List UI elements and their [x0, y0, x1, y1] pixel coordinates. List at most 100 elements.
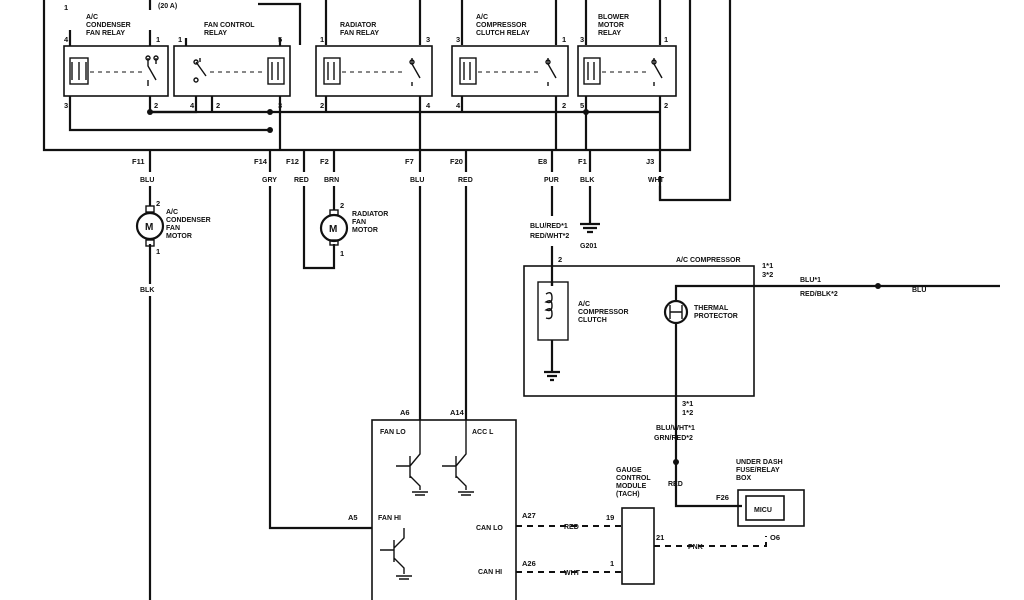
condenser-motor-line-1: A/C — [166, 209, 178, 216]
condenser-motor-line-2: CONDENSER — [166, 217, 211, 224]
radiator-relay-pin-tl: 1 — [320, 35, 324, 44]
protector-wire-label-2: GRN/RED*2 — [654, 435, 693, 442]
fan-control-relay-pin-bl: 4 — [190, 101, 195, 110]
right-wire-label-far: BLU — [912, 287, 926, 294]
clutch-label-3: CLUTCH — [578, 317, 607, 324]
blower-relay-name-2: MOTOR — [598, 22, 624, 29]
pcm-fan-lo: FAN LO — [380, 429, 406, 436]
terminal-j3: J3 — [646, 157, 654, 166]
terminal-e8: E8 — [538, 157, 547, 166]
protector-wire-label-1: BLU/WHT*1 — [656, 425, 695, 432]
top-pin-label: 1 — [64, 3, 68, 12]
radiator-relay-pin-br: 4 — [426, 101, 431, 110]
compressor-relay-pin-br: 2 — [562, 101, 566, 110]
wire-label-j3: WHT — [648, 177, 665, 184]
compressor-relay-pin-tr: 1 — [562, 35, 566, 44]
pcm-pin-a27: A27 — [522, 511, 536, 520]
condenser-motor-line-3: FAN — [166, 225, 180, 232]
pcm-fan-hi: FAN HI — [378, 515, 401, 522]
wire-label-f1: BLK — [580, 177, 594, 184]
compressor-pin-r1: 1*1 — [762, 261, 773, 270]
pcm-acc-l: ACC L — [472, 429, 494, 436]
terminal-f11: F11 — [132, 157, 145, 166]
terminal-f14: F14 — [254, 157, 268, 166]
wire-label-f20: RED — [458, 177, 473, 184]
pcm-pin-a6: A6 — [400, 408, 410, 417]
wire-label-f11: BLU — [140, 177, 154, 184]
compressor-feed-label-1: BLU/RED*1 — [530, 223, 568, 230]
condenser-relay-pin-bl: 3 — [64, 101, 68, 110]
gauge-control-module: GAUGE CONTROL MODULE (TACH) 19 21 1 — [606, 467, 664, 585]
gauge-pin-21: 21 — [656, 533, 664, 542]
gauge-line-2: CONTROL — [616, 475, 651, 482]
thermal-label-1: THERMAL — [694, 305, 729, 312]
clutch-label-2: COMPRESSOR — [578, 309, 629, 316]
condenser-relay-name-3: FAN RELAY — [86, 30, 125, 37]
bus-label-pnk: PNK — [688, 544, 703, 551]
radiator-motor-line-1: RADIATOR — [352, 211, 388, 218]
terminal-f1: F1 — [578, 157, 587, 166]
wire-label-f12: RED — [294, 177, 309, 184]
pcm-pin-a26: A26 — [522, 559, 536, 568]
wire-color-labels: BLU GRY RED BRN BLU RED PUR BLK WHT — [140, 177, 665, 184]
condenser-motor-symbol: M — [145, 222, 153, 233]
fan-control-relay-name-1: FAN CONTROL — [204, 22, 255, 29]
bus-label-wht: WHT — [564, 570, 581, 577]
terminal-f20: F20 — [450, 157, 463, 166]
fan-control-relay-name-2: RELAY — [204, 30, 227, 37]
wire-label-f2: BRN — [324, 177, 339, 184]
underdash-micu: MICU — [754, 507, 772, 514]
gauge-line-1: GAUGE — [616, 467, 642, 474]
fan-control-relay-pin-tr: 5 — [278, 35, 282, 44]
condenser-relay-pin-br: 2 — [154, 101, 158, 110]
radiator-relay-pin-tr: 3 — [426, 35, 430, 44]
underdash-line-3: BOX — [736, 475, 752, 482]
ground-label: G201 — [580, 243, 597, 250]
condenser-relay-pin-tl: 4 — [64, 35, 69, 44]
compressor-clutch-relay: A/C COMPRESSOR CLUTCH RELAY 3 1 4 2 — [451, 14, 569, 150]
gauge-pin-1: 1 — [610, 559, 614, 568]
wire-label-f14: GRY — [262, 177, 277, 184]
condenser-motor-pin-top: 2 — [156, 199, 160, 208]
radiator-fan-relay: RADIATOR FAN RELAY 1 3 2 4 — [315, 22, 433, 150]
compressor-relay-name-2: COMPRESSOR — [476, 22, 527, 29]
terminal-f2: F2 — [320, 157, 329, 166]
blower-relay-pin-tl: 3 — [580, 35, 584, 44]
condenser-relay-pin-tr: 1 — [156, 35, 160, 44]
radiator-relay-pin-bl: 2 — [320, 101, 324, 110]
wire-label-e8: PUR — [544, 177, 559, 184]
gauge-line-3: MODULE — [616, 483, 647, 490]
compressor-pin-b2: 1*2 — [682, 408, 693, 417]
fan-control-relay-pin-bm: 2 — [216, 101, 220, 110]
right-wire-label-1: BLU*1 — [800, 277, 821, 284]
underdash-line-1: UNDER DASH — [736, 459, 783, 466]
radiator-motor-line-2: FAN — [352, 219, 366, 226]
blower-relay-name-1: BLOWER — [598, 14, 629, 21]
underdash-pin-f26: F26 — [716, 493, 729, 502]
blower-relay-name-3: RELAY — [598, 30, 621, 37]
condenser-relay-name-1: A/C — [86, 14, 98, 21]
radiator-motor-pin-top: 2 — [340, 201, 344, 210]
compressor-feed-label-2: RED/WHT*2 — [530, 233, 569, 240]
blower-relay-pin-tr: 1 — [664, 35, 668, 44]
condenser-motor-pin-bot: 1 — [156, 247, 160, 256]
relay-block: 1 (20 A) A/C CONDENSER FAN RELAY 4 1 3 2 — [42, 0, 732, 202]
blower-relay-pin-br: 2 — [664, 101, 668, 110]
blower-relay-pin-bl: 5 — [580, 101, 584, 110]
radiator-relay-name-2: FAN RELAY — [340, 30, 379, 37]
radiator-motor-line-3: MOTOR — [352, 227, 378, 234]
gauge-line-4: (TACH) — [616, 491, 640, 498]
terminal-f12: F12 — [286, 157, 299, 166]
underdash-line-2: FUSE/RELAY — [736, 467, 780, 474]
compressor-relay-pin-tl: 3 — [456, 35, 460, 44]
radiator-fan-motor: M RADIATOR FAN MOTOR 2 1 — [319, 201, 388, 258]
condenser-relay-name-2: CONDENSER — [86, 22, 131, 29]
condenser-fan-relay: A/C CONDENSER FAN RELAY 4 1 3 2 — [63, 14, 270, 132]
compressor-relay-name-1: A/C — [476, 14, 488, 21]
compressor-relay-pin-bl: 4 — [456, 101, 461, 110]
fan-control-relay-pin-tl: 1 — [178, 35, 182, 44]
compressor-pin-r2: 3*2 — [762, 270, 773, 279]
blower-motor-relay: BLOWER MOTOR RELAY 3 1 5 2 — [577, 14, 677, 150]
condenser-fan-motor: M A/C CONDENSER FAN MOTOR 2 1 BLK — [135, 199, 211, 294]
thermal-label-2: PROTECTOR — [694, 313, 738, 320]
